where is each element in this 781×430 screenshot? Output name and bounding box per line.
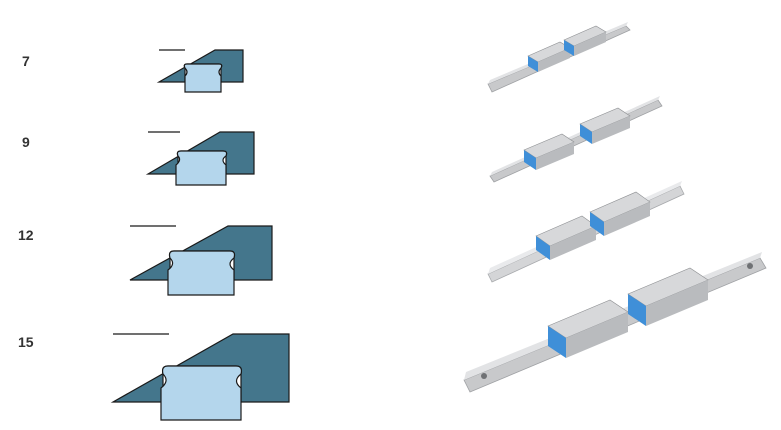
carriage-2 <box>589 191 651 236</box>
rail-cross-section <box>167 250 236 296</box>
carriage-1 <box>523 133 575 170</box>
carriage-1 <box>547 299 629 358</box>
profile-size-12 <box>129 225 273 296</box>
linear-guide-photo-size-12 <box>487 181 685 283</box>
rail <box>489 99 663 183</box>
linear-guide-photo-size-9 <box>489 96 663 183</box>
rail-cross-section <box>160 365 243 421</box>
carriage-2 <box>563 25 607 56</box>
profile-size-15 <box>110 333 290 421</box>
rail-hole <box>481 373 487 379</box>
size-label-12: 12 <box>18 227 34 243</box>
carriage-1 <box>535 215 597 260</box>
size-label-7: 7 <box>22 53 30 69</box>
carriage-2 <box>579 107 631 144</box>
rail-cross-section <box>183 63 223 93</box>
profile-size-9 <box>145 131 255 186</box>
profile-size-7 <box>156 49 244 93</box>
size-label-9: 9 <box>22 134 30 150</box>
linear-guide-photo-size-15 <box>463 252 767 393</box>
size-label-15: 15 <box>18 334 34 350</box>
linear-guide-photo-size-7 <box>487 22 631 93</box>
rail-top <box>490 96 660 176</box>
rail-cross-section <box>175 150 228 186</box>
rail-hole <box>747 263 753 269</box>
carriage-2 <box>627 267 709 326</box>
carriage-1 <box>527 41 571 72</box>
